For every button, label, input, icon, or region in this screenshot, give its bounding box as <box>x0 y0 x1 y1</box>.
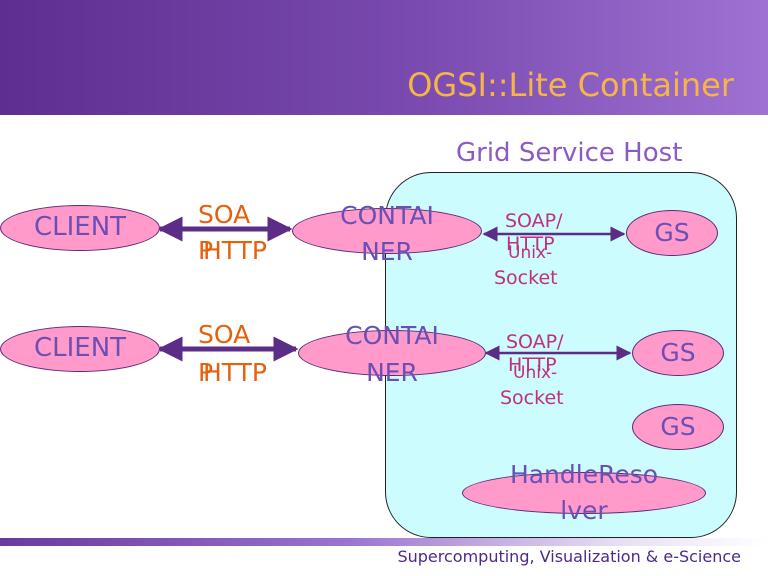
slide-title: OGSI::Lite Container <box>407 66 734 104</box>
gs-node-1 <box>626 210 718 256</box>
gs-node-3 <box>632 404 724 450</box>
container-label-2-line1: CONTAI <box>345 321 439 350</box>
client-label-1: CLIENT <box>33 212 127 242</box>
container-label-1-line1: CONTAI <box>340 201 434 230</box>
inner-protocol-1-line4: Socket <box>494 267 558 289</box>
container-node-1 <box>292 208 482 254</box>
inner-protocol-2-line4: Socket <box>500 387 564 409</box>
container-label-1-line2: NER <box>361 237 413 266</box>
inner-protocol-2-line2: HTTP <box>508 354 557 376</box>
protocol-label-1-line2: P <box>198 236 214 265</box>
protocol-label-1-http: HTTP <box>203 236 267 265</box>
protocol-label-2-http: HTTP <box>203 358 267 387</box>
protocol-label-2-line2: P <box>198 358 214 387</box>
slide-header <box>0 0 768 115</box>
container-node-2 <box>298 330 486 376</box>
protocol-label-2-line1: SOA <box>198 320 251 349</box>
handle-resolver-node <box>462 472 706 514</box>
gs-label-3: GS <box>660 412 696 441</box>
client-node-2 <box>0 326 160 372</box>
gs-label-1: GS <box>654 218 690 247</box>
grid-service-host-label: Grid Service Host <box>456 138 683 168</box>
inner-protocol-2-line3: Unix- <box>513 363 558 383</box>
footer-divider <box>0 538 768 546</box>
client-node-1 <box>0 205 160 251</box>
footer-text: Supercomputing, Visualization & e-Scienc… <box>397 547 741 566</box>
protocol-label-1-line1: SOA <box>198 200 251 229</box>
inner-protocol-1-line1: SOAP/ <box>505 210 563 232</box>
gs-node-2 <box>632 330 724 376</box>
client-label-2: CLIENT <box>33 333 127 363</box>
inner-protocol-1-line2: HTTP <box>506 233 555 255</box>
handle-resolver-label-line1: HandleReso <box>509 460 659 489</box>
inner-protocol-2-line1: SOAP/ <box>506 331 564 353</box>
handle-resolver-label-line2: lver <box>560 496 608 525</box>
gs-label-2: GS <box>660 338 696 367</box>
container-label-2-line2: NER <box>366 358 418 387</box>
inner-protocol-1-line3: Unix- <box>508 243 553 263</box>
